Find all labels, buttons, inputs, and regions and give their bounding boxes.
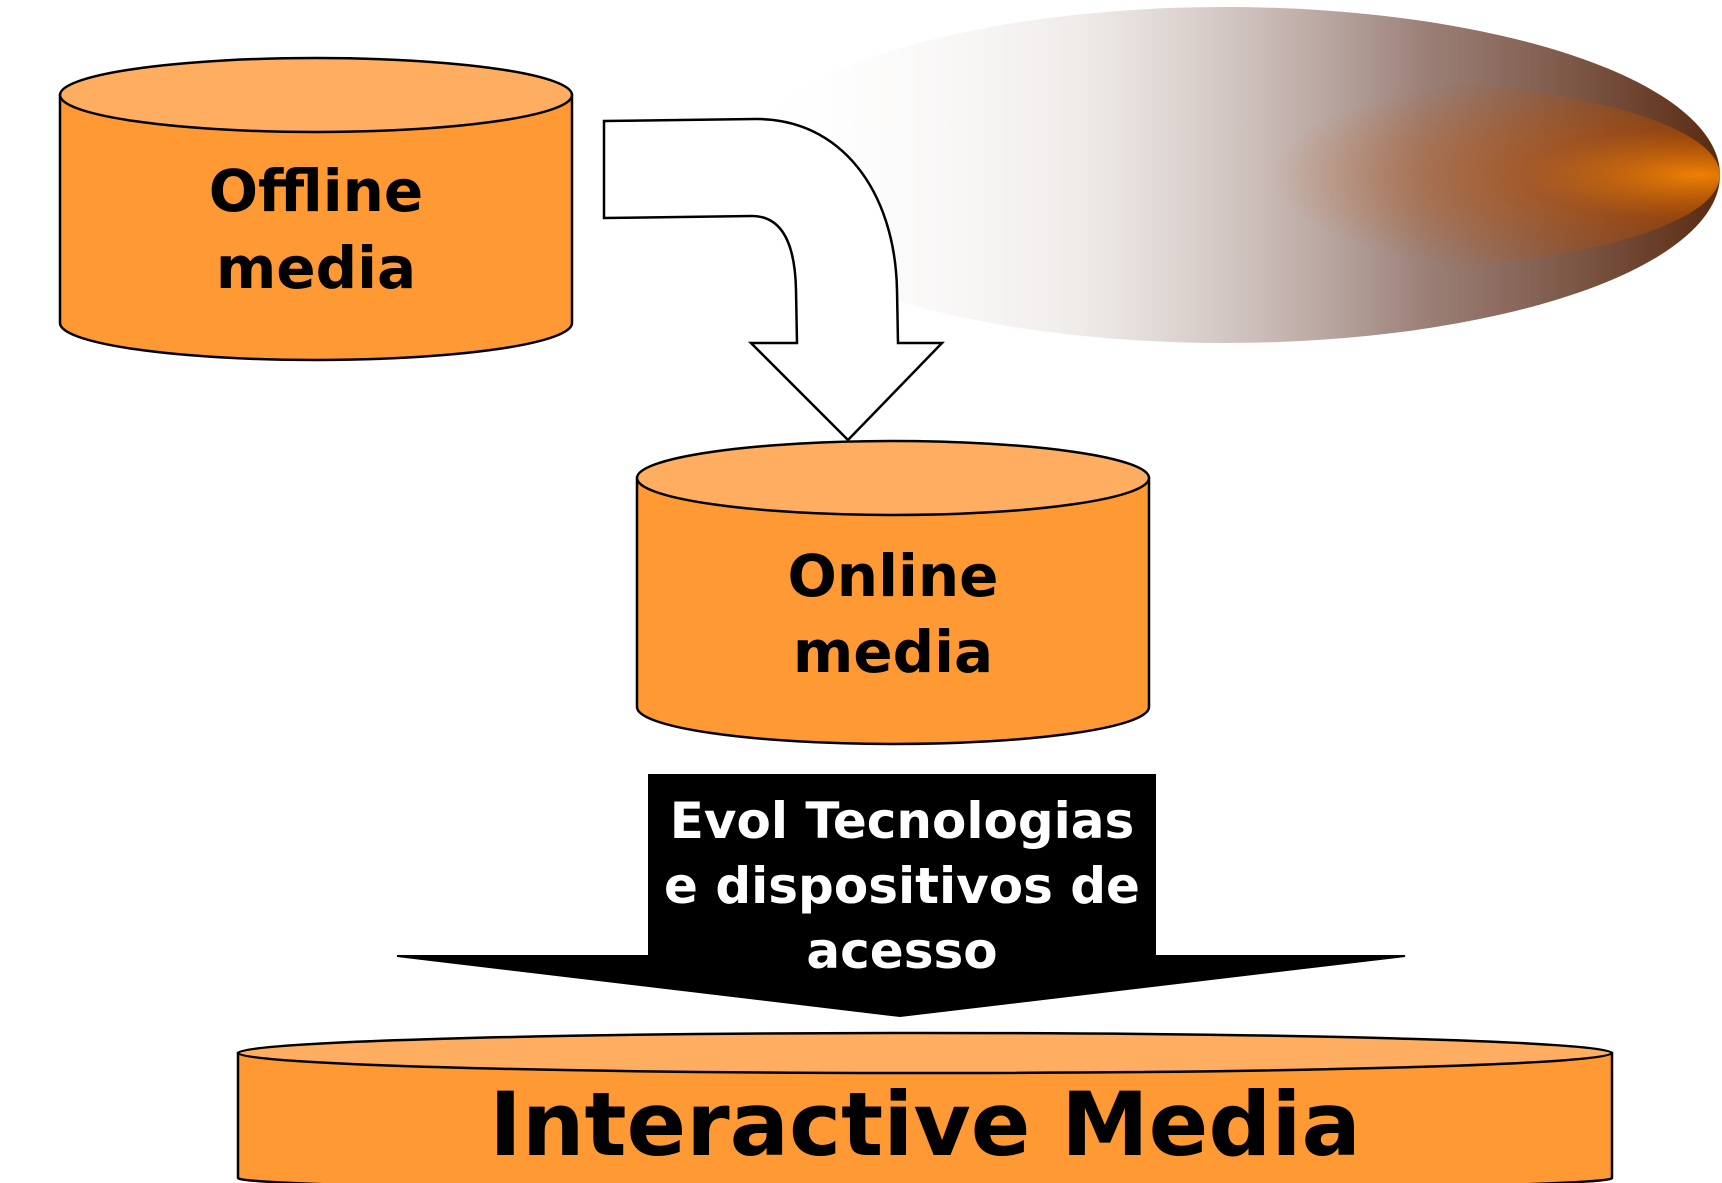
offline-media-label-line2: media xyxy=(216,234,416,302)
offline-to-online-arrow xyxy=(602,117,945,442)
evolution-arrow-label-line2: e dispositivos de xyxy=(664,857,1140,915)
online-media-label-line1: Online xyxy=(788,542,999,610)
evolution-arrow-label-line3: acesso xyxy=(806,922,997,980)
interactive-media-cylinder: Interactive Media xyxy=(236,1031,1614,1183)
online-media-cylinder: Online media xyxy=(635,439,1151,746)
evolution-arrow-label-line1: Evol Tecnologias xyxy=(670,792,1135,850)
online-media-label-line2: media xyxy=(793,618,993,686)
interactive-media-label: Interactive Media xyxy=(489,1073,1361,1176)
evolution-arrow: Evol Tecnologias e dispositivos de acess… xyxy=(396,774,1406,1018)
offline-media-cylinder: Offline media xyxy=(58,56,574,362)
offline-media-label-line1: Offline xyxy=(209,157,424,225)
